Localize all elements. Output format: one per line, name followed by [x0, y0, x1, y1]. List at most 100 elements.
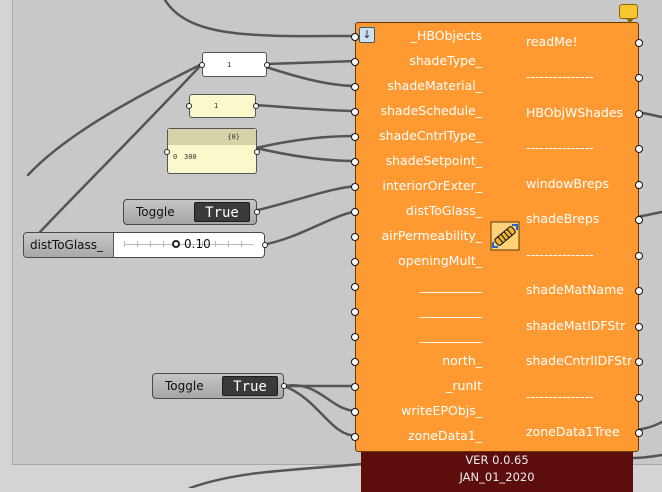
panel-input-grip[interactable]	[186, 103, 192, 109]
output-zone-data1-tree: zoneData1Tree	[526, 424, 620, 439]
input-port[interactable]	[351, 358, 359, 366]
output-window-breps: windowBreps	[526, 176, 610, 191]
wire	[252, 184, 359, 213]
output-port[interactable]	[635, 394, 643, 402]
input-port[interactable]	[351, 408, 359, 416]
output-port[interactable]	[635, 39, 643, 47]
wire	[260, 209, 359, 247]
toggle-label: Toggle	[136, 205, 175, 219]
honeybee-shades-component[interactable]: ↓ _HBObjects shadeType_ shadeMaterial_ s…	[351, 22, 643, 452]
slider-track[interactable]	[124, 244, 254, 245]
wire	[254, 146, 359, 163]
output-shade-mat-idf-str: shadeMatIDFStr	[526, 318, 626, 333]
wire	[631, 453, 662, 460]
output-shade-cntrl-idf-str: shadeCntrlIDFStr	[526, 353, 633, 368]
warning-balloon-icon[interactable]	[619, 4, 638, 24]
input-opening-mult: openingMult_	[398, 253, 482, 268]
input-port[interactable]	[351, 308, 359, 316]
input-port[interactable]	[351, 208, 359, 216]
input-port[interactable]	[351, 383, 359, 391]
output-port[interactable]	[635, 252, 643, 260]
input-port[interactable]	[351, 58, 359, 66]
input-port[interactable]	[351, 258, 359, 266]
toggle-label: Toggle	[165, 379, 204, 393]
panel-output-grip[interactable]	[253, 103, 259, 109]
slider-label: distToGlass_	[30, 238, 104, 252]
output-port[interactable]	[635, 216, 643, 224]
slider-label-box: distToGlass_	[24, 233, 114, 257]
input-port[interactable]	[351, 158, 359, 166]
number-slider[interactable]: distToGlass_ 0.10	[23, 232, 268, 258]
panel-row-index: 0	[173, 153, 178, 161]
input-port[interactable]	[351, 233, 359, 241]
panel-input-grip[interactable]	[199, 62, 205, 68]
version-date: JAN_01_2020	[459, 470, 535, 484]
version-text: VER 0.0.65	[465, 453, 529, 467]
wire	[282, 384, 359, 438]
wire	[38, 62, 204, 234]
output-port[interactable]	[635, 358, 643, 366]
output-port[interactable]	[635, 181, 643, 189]
wire	[188, 462, 364, 488]
panel-input-grip[interactable]	[164, 149, 170, 155]
input-air-permeability: airPermeability_	[381, 228, 482, 243]
output-separator: ---------------	[526, 69, 594, 84]
toggle-output-grip[interactable]	[254, 209, 260, 215]
output-separator: ---------------	[526, 140, 594, 155]
input-port[interactable]	[351, 133, 359, 141]
toggle-value[interactable]: True	[222, 376, 278, 396]
input-shade-type: shadeType_	[409, 53, 482, 68]
output-readme: readMe!	[526, 34, 578, 49]
input-port[interactable]	[351, 333, 359, 341]
slider-output-grip[interactable]	[262, 242, 268, 248]
panel-branch-header: {0}	[168, 129, 256, 145]
output-shade-breps: shadeBreps	[526, 211, 600, 226]
toggle-value[interactable]: True	[194, 202, 250, 222]
output-port[interactable]	[635, 110, 643, 118]
boolean-toggle[interactable]: Toggle True	[152, 373, 287, 399]
output-port[interactable]	[635, 145, 643, 153]
output-shade-mat-name: shadeMatName	[526, 282, 624, 297]
output-port[interactable]	[635, 429, 643, 437]
wire	[282, 383, 359, 413]
slider-knob[interactable]	[172, 240, 180, 248]
shade-schedule-panel[interactable]: 1	[186, 94, 259, 118]
chevron-down-icon[interactable]: ↓	[359, 27, 375, 43]
input-shade-material: shadeMaterial_	[387, 78, 482, 93]
slider-value: 0.10	[184, 237, 211, 251]
input-run-it: _runIt	[446, 378, 482, 393]
input-port[interactable]	[351, 108, 359, 116]
panel-output-grip[interactable]	[264, 62, 270, 68]
wire	[264, 59, 359, 66]
input-shade-cntrl-type: shadeCntrlType_	[379, 128, 482, 143]
wire	[264, 65, 359, 88]
input-port[interactable]	[351, 183, 359, 191]
input-port[interactable]	[351, 283, 359, 291]
panel-value: 1	[227, 61, 232, 69]
output-port[interactable]	[635, 323, 643, 331]
component-version-footer: VER 0.0.65 JAN_01_2020	[361, 452, 633, 492]
boolean-toggle[interactable]: Toggle True	[123, 199, 260, 225]
toggle-output-grip[interactable]	[281, 383, 287, 389]
input-write-ep-objs: writeEPObjs_	[401, 403, 482, 418]
input-separator: __________	[419, 278, 483, 293]
output-separator: ---------------	[526, 247, 594, 262]
output-separator: ---------------	[526, 389, 594, 404]
wire	[254, 134, 359, 150]
input-port[interactable]	[351, 33, 359, 41]
input-interior-or-exter: interiorOrExter_	[382, 178, 482, 193]
panel-branch-index: {0}	[227, 133, 240, 141]
output-port[interactable]	[635, 287, 643, 295]
shade-type-panel[interactable]: 1	[199, 52, 270, 77]
shade-setpoint-panel[interactable]: {0} 0 300	[164, 128, 260, 174]
wire	[253, 103, 359, 113]
input-hbobjects: _HBObjects	[410, 28, 482, 43]
wire	[26, 62, 204, 177]
output-port[interactable]	[635, 74, 643, 82]
input-zone-data1: zoneData1_	[408, 428, 482, 443]
panel-output-grip[interactable]	[254, 149, 260, 155]
input-port[interactable]	[351, 433, 359, 441]
input-shade-setpoint: shadeSetpoint_	[385, 153, 482, 168]
input-port[interactable]	[351, 83, 359, 91]
